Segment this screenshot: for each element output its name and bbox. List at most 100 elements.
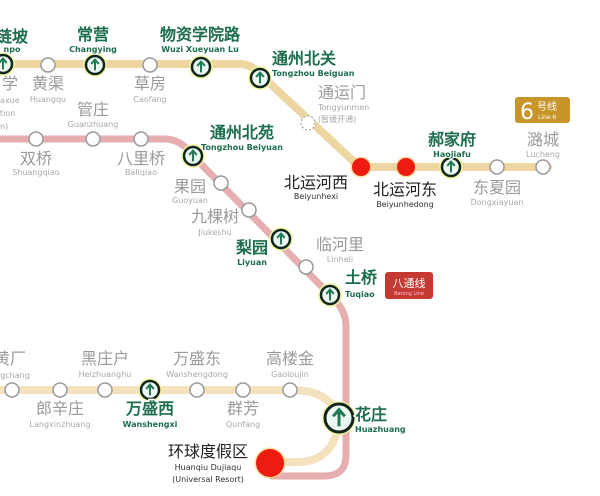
station-beiyunhedong[interactable] (395, 156, 417, 178)
station-liyuan[interactable] (269, 227, 293, 251)
partial-station-pinyin-3: n) (0, 122, 8, 131)
line-6-badge-number: 6 (520, 100, 534, 125)
station-langxinzhuang[interactable] (52, 382, 68, 398)
station-qunfang[interactable] (235, 382, 251, 398)
arrow-up-icon (188, 149, 198, 162)
station-changying[interactable] (83, 53, 107, 77)
station-pinyin: Linheli (327, 255, 353, 264)
station-name: 土桥 (345, 268, 378, 287)
station-dot (52, 382, 68, 398)
station-dot (282, 382, 298, 398)
station-pinyin: Haojiafu (433, 150, 471, 159)
station-note: (Universal Resort) (172, 475, 244, 484)
batong-badge-cn: 八通线 (393, 276, 426, 290)
station-huazhuang[interactable] (322, 401, 356, 435)
station-pinyin: Tongzhou Beiyuan (201, 143, 283, 152)
station-pinyin: Huanqiu Dujiaqu (175, 463, 242, 472)
line-6-badge-cn: 号线 (537, 100, 557, 113)
station-wanshengxi[interactable] (138, 378, 162, 402)
station-pinyin: npo (4, 45, 21, 54)
station-tongyunmen[interactable] (300, 115, 316, 131)
station-dongxiayuan[interactable] (489, 159, 505, 175)
arrow-up-icon (196, 60, 206, 73)
station-pinyin: Beiyunhexi (294, 192, 338, 201)
station-dot (142, 57, 158, 73)
station-beiyunhexi[interactable] (350, 156, 372, 178)
station-pinyin: Huazhuang (355, 425, 406, 434)
station-dot (298, 259, 314, 275)
station-tuqiao[interactable] (318, 283, 342, 307)
station-pinyin: Liyuan (237, 258, 267, 267)
station-name: 管庄 (77, 100, 109, 119)
station-guoyuan[interactable] (213, 175, 229, 191)
station-pinyin: Dongxiayuan (471, 198, 524, 207)
station-pinyin: Guoyuan (172, 196, 208, 205)
station-name: 草房 (134, 74, 166, 93)
station-name: 东夏园 (473, 178, 521, 197)
station-npo[interactable] (0, 52, 15, 76)
station-pinyin: Wanshengdong (166, 370, 228, 379)
arrow-up-icon (145, 383, 155, 396)
station-name: 潞城 (527, 130, 559, 149)
station-name: 北运河西 (284, 173, 348, 192)
station-pinyin: Wuzi Xueyuan Lu (161, 45, 239, 54)
new-station-dot (397, 158, 415, 176)
station-dot (189, 382, 205, 398)
station-baliqiao[interactable] (133, 131, 149, 147)
station-tongzhou-beiguan[interactable] (248, 66, 272, 90)
station-haojiafu[interactable] (439, 155, 463, 179)
station-name: 北运河东 (373, 180, 437, 199)
station-name: 万盛西 (125, 399, 174, 418)
station-name: 万盛东 (173, 349, 221, 368)
station-pinyin: Tuqiao (345, 290, 375, 299)
station-wanshengdong[interactable] (189, 382, 205, 398)
batong-line-track (0, 135, 350, 480)
line-6-badge-en: Line 6 (538, 114, 556, 121)
partial-station-pinyin-2: tion (0, 109, 15, 118)
batong-badge-en: Batong Line (394, 291, 424, 297)
station-lucheng[interactable] (535, 159, 551, 175)
station-name: 果园 (174, 177, 206, 196)
station-dot (241, 202, 257, 218)
station-pinyin: Wanshengxi (123, 420, 178, 429)
station-name: 双桥 (20, 149, 52, 168)
station-note: (暂缓开通) (318, 114, 356, 124)
station-pinyin: Jiukeshu (197, 228, 231, 237)
station-dot (28, 131, 44, 147)
station-angchang[interactable] (4, 382, 20, 398)
station-huanqiu-dujiaqu[interactable] (254, 447, 286, 479)
station-shuangqiao[interactable] (28, 131, 44, 147)
station-gaoloujin[interactable] (282, 382, 298, 398)
station-heizhuanghu[interactable] (97, 382, 113, 398)
station-name: 黄厂 (0, 349, 26, 368)
station-pinyin: Shuangqiao (12, 168, 59, 177)
station-name: 九棵树 (191, 207, 239, 226)
arrow-up-icon (0, 57, 8, 70)
station-caofang[interactable] (142, 57, 158, 73)
station-pinyin: Huangqu (30, 95, 66, 104)
line-6-badge: 6 号线 Line 6 (515, 97, 570, 125)
partial-station-pinyin-1: axue (0, 96, 20, 105)
station-jiukeshu[interactable] (241, 202, 257, 218)
station-dot (97, 382, 113, 398)
station-tongzhou-beiyuan[interactable] (181, 144, 205, 168)
station-pinyin: Caofang (133, 95, 166, 104)
new-station-dot (352, 158, 370, 176)
station-guanzhuang[interactable] (85, 131, 101, 147)
station-huangqu[interactable] (40, 57, 56, 73)
station-pinyin: Heizhuanghu (79, 370, 132, 379)
arrow-up-icon (255, 71, 265, 84)
station-name: 郝家府 (428, 130, 476, 149)
station-name: 物资学院路 (160, 25, 241, 44)
station-pinyin: Changying (69, 45, 117, 54)
station-pinyin: Beiyunhedong (376, 200, 434, 209)
station-linheli[interactable] (298, 259, 314, 275)
station-pinyin: Lucheng (526, 150, 560, 159)
station-name: 临河里 (316, 235, 364, 254)
station-dot (4, 382, 20, 398)
station-dot (133, 131, 149, 147)
station-name: 常营 (77, 25, 109, 44)
station-wuzi-xueyuan-lu[interactable] (189, 55, 213, 79)
arrow-up-icon (446, 160, 456, 173)
station-dot (535, 159, 551, 175)
